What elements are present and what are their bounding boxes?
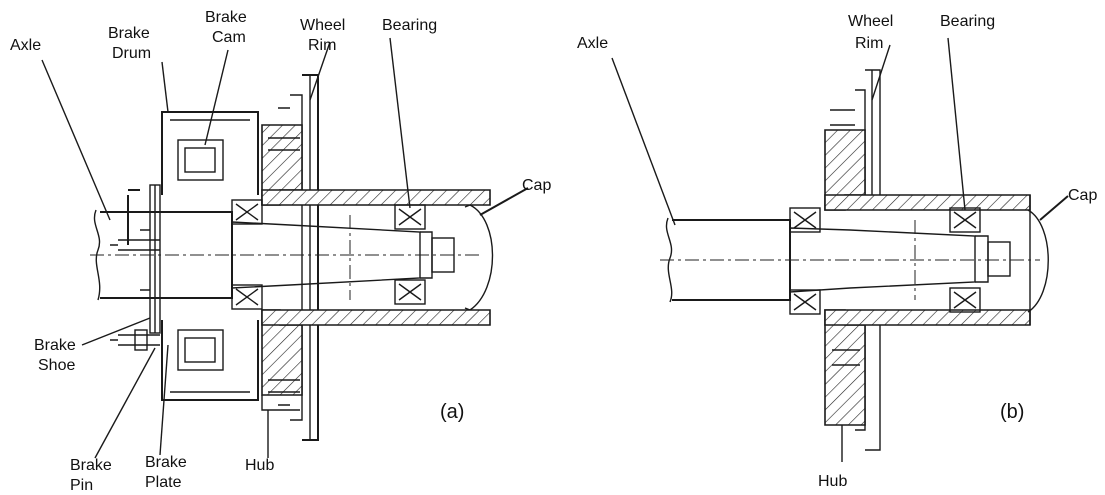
label-wheel-rim-line2: Rim — [855, 35, 883, 52]
brake-pin-a — [110, 189, 160, 351]
labels-b: Axle Wheel Rim Bearing Cap Hub (b) — [577, 13, 1097, 490]
label-brake-cam-line1: Brake — [205, 9, 247, 26]
label-brake-plate-line2: Plate — [145, 474, 182, 491]
label-cap: Cap — [522, 177, 551, 194]
label-wheel-rim-line1: Wheel — [848, 13, 893, 30]
label-brake-shoe-line1: Brake — [34, 337, 76, 354]
bearing-outer-b — [949, 207, 981, 313]
leader-lines-b — [611, 37, 1069, 462]
diagram-a: Axle Brake Drum Brake Cam Wheel Rim Bear… — [10, 9, 551, 494]
wheel-rim-a — [278, 74, 319, 441]
axle-a — [90, 209, 480, 301]
bearing-inner-b — [789, 207, 821, 315]
label-bearing: Bearing — [940, 13, 995, 30]
hub-b — [824, 129, 1031, 426]
label-brake-drum-line2: Drum — [112, 45, 151, 62]
hub-a — [261, 124, 491, 411]
bearing-inner-a — [231, 199, 263, 310]
labels-a: Axle Brake Drum Brake Cam Wheel Rim Bear… — [10, 9, 551, 494]
label-hub: Hub — [245, 457, 274, 474]
label-brake-shoe-line2: Shoe — [38, 357, 75, 374]
leader-lines-a — [41, 37, 529, 459]
label-bearing: Bearing — [382, 17, 437, 34]
brake-drum-a — [161, 111, 259, 401]
label-brake-pin-line1: Brake — [70, 457, 112, 474]
cap-a — [464, 204, 494, 311]
diagram-b: Axle Wheel Rim Bearing Cap Hub (b) — [577, 13, 1097, 490]
label-brake-cam-line2: Cam — [212, 29, 246, 46]
label-axle: Axle — [10, 37, 41, 54]
label-brake-pin-line2: Pin — [70, 477, 93, 494]
brake-plate-a — [140, 184, 161, 334]
label-axle: Axle — [577, 35, 608, 52]
label-wheel-rim-line2: Rim — [308, 37, 336, 54]
label-hub: Hub — [818, 473, 847, 490]
caption-b: (b) — [1000, 401, 1024, 423]
label-wheel-rim-line1: Wheel — [300, 17, 345, 34]
caption-a: (a) — [440, 401, 464, 423]
cap-b — [1027, 209, 1049, 313]
label-brake-drum-line1: Brake — [108, 25, 150, 42]
axle-b — [660, 217, 1040, 303]
label-brake-plate-line1: Brake — [145, 454, 187, 471]
label-cap: Cap — [1068, 187, 1097, 204]
